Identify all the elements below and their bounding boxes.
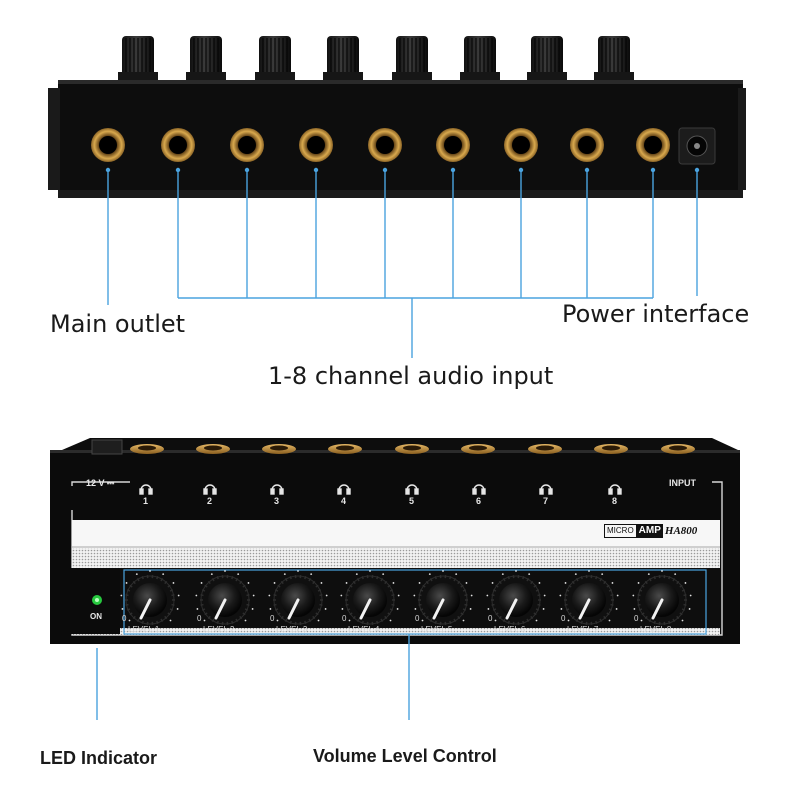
callout-volume-control: Volume Level Control — [313, 746, 497, 766]
audio-jack — [570, 128, 604, 162]
audio-jack — [299, 128, 333, 162]
channel-number: 6 — [476, 496, 482, 506]
headphone-icon — [337, 484, 351, 495]
top-audio-jack — [661, 444, 695, 454]
volume-knob — [413, 570, 473, 625]
level-label: LEVEL 6 — [494, 625, 526, 634]
headphone-icon — [539, 484, 553, 495]
top-audio-jack — [395, 444, 429, 454]
audio-jack — [436, 128, 470, 162]
top-audio-jack — [196, 444, 230, 454]
brand-model: HA800 — [664, 525, 698, 537]
level-label: LEVEL 8 — [640, 625, 672, 634]
audio-jack — [368, 128, 402, 162]
rear-knob — [392, 36, 432, 82]
input-label: INPUT — [669, 478, 696, 488]
led-on-label: ON — [90, 612, 102, 621]
headphone-icon — [608, 484, 622, 495]
rear-knob — [255, 36, 295, 82]
front-leader-lines — [96, 634, 410, 720]
knob-min-mark: 0 — [122, 614, 127, 623]
brand-micro: MICRO — [604, 524, 637, 538]
volume-knob — [268, 570, 328, 625]
level-label: LEVEL 1 — [128, 625, 160, 634]
level-label: LEVEL 3 — [276, 625, 308, 634]
front-top-jack-row — [130, 444, 695, 454]
rear-knob — [594, 36, 634, 82]
top-audio-jack — [461, 444, 495, 454]
headphone-icon — [203, 484, 217, 495]
top-audio-jack — [528, 444, 562, 454]
headphone-icon — [139, 484, 153, 495]
callout-channel-input: 1-8 channel audio input — [268, 362, 554, 390]
level-label: LEVEL 4 — [348, 625, 380, 634]
headphone-icon — [472, 484, 486, 495]
brand-amp: AMP — [636, 524, 663, 538]
volume-knob — [120, 570, 180, 625]
knob-min-mark: 0 — [342, 614, 347, 623]
knob-min-mark: 0 — [270, 614, 275, 623]
rear-knob — [118, 36, 158, 82]
volume-knob — [559, 570, 619, 625]
level-label: LEVEL 7 — [567, 625, 599, 634]
callout-power-interface: Power interface — [562, 300, 750, 328]
audio-jack — [91, 128, 125, 162]
callout-led-indicator: LED Indicator — [40, 748, 158, 768]
top-audio-jack — [262, 444, 296, 454]
level-label: LEVEL 2 — [203, 625, 235, 634]
rear-knob-row — [118, 36, 634, 82]
rear-knob — [460, 36, 500, 82]
volume-knob — [195, 570, 255, 625]
front-dc-socket — [91, 439, 123, 455]
top-audio-jack — [328, 444, 362, 454]
front-headphone-row — [139, 484, 622, 495]
knob-min-mark: 0 — [197, 614, 202, 623]
channel-number: 8 — [612, 496, 618, 506]
front-knob-row — [120, 570, 692, 625]
rear-jack-row — [91, 128, 670, 162]
audio-jack — [161, 128, 195, 162]
rear-knob — [323, 36, 363, 82]
top-audio-jack — [594, 444, 628, 454]
front-panel-illustration — [50, 438, 740, 720]
rear-knob — [527, 36, 567, 82]
rear-panel-illustration — [48, 36, 746, 358]
rear-knob — [186, 36, 226, 82]
knob-min-mark: 0 — [415, 614, 420, 623]
volume-control-frame — [123, 569, 707, 635]
volume-knob — [632, 570, 692, 625]
headphone-icon — [405, 484, 419, 495]
headphone-icon — [270, 484, 284, 495]
channel-number: 5 — [409, 496, 415, 506]
channel-number: 2 — [207, 496, 213, 506]
brand-logo: MICRO AMP HA800 — [604, 524, 697, 538]
knob-min-mark: 0 — [561, 614, 566, 623]
callout-main-outlet: Main outlet — [50, 310, 186, 338]
channel-number: 1 — [143, 496, 149, 506]
power-voltage-label: 12 V ⎓ — [86, 478, 115, 488]
audio-jack — [636, 128, 670, 162]
volume-knob — [340, 570, 400, 625]
knob-min-mark: 0 — [634, 614, 639, 623]
knob-min-mark: 0 — [488, 614, 493, 623]
volume-knob — [486, 570, 546, 625]
top-audio-jack — [130, 444, 164, 454]
audio-jack — [230, 128, 264, 162]
channel-number: 4 — [341, 496, 347, 506]
rear-leader-lines — [105, 167, 700, 358]
channel-number: 7 — [543, 496, 549, 506]
channel-number: 3 — [274, 496, 280, 506]
level-label: LEVEL 5 — [421, 625, 453, 634]
audio-jack — [504, 128, 538, 162]
